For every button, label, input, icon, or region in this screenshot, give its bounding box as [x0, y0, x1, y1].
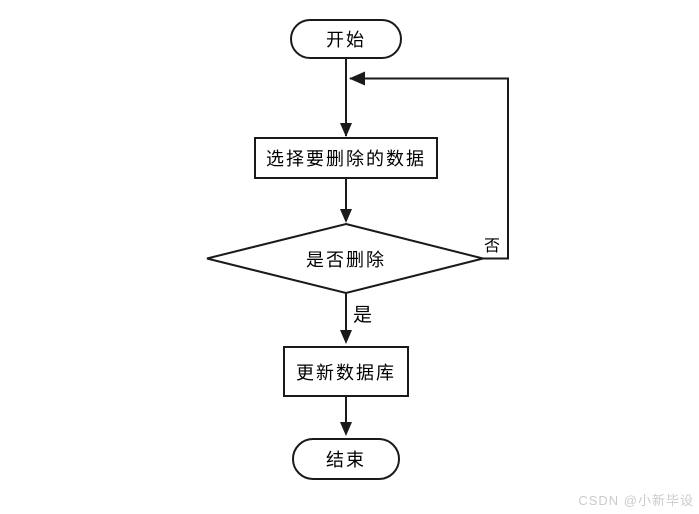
- node-select-data-label: 选择要删除的数据: [266, 149, 426, 169]
- edge-no-loop: [350, 77, 509, 260]
- edge-yes-arrowhead-icon: [340, 330, 352, 344]
- node-end-label: 结束: [326, 450, 366, 470]
- edge-end-arrowhead-icon: [340, 422, 352, 436]
- edge-start-arrowhead-icon: [340, 123, 352, 137]
- node-end: 结束: [292, 438, 400, 480]
- node-select-data: 选择要删除的数据: [254, 137, 438, 179]
- decision-diamond-shape: [206, 222, 484, 295]
- edge-label-no: 否: [484, 238, 501, 255]
- edge-label-yes: 是: [353, 305, 373, 326]
- edge-select-arrowhead-icon: [340, 209, 352, 223]
- node-confirm-delete-label: 是否删除: [306, 250, 386, 270]
- node-confirm-delete: 是否删除: [266, 247, 426, 271]
- node-update-db: 更新数据库: [283, 346, 409, 397]
- watermark: CSDN @小新毕设: [578, 493, 694, 508]
- node-update-db-label: 更新数据库: [296, 362, 396, 383]
- node-start-label: 开始: [326, 30, 366, 50]
- node-start: 开始: [290, 19, 402, 59]
- edge-no-arrowhead-icon: [349, 71, 365, 86]
